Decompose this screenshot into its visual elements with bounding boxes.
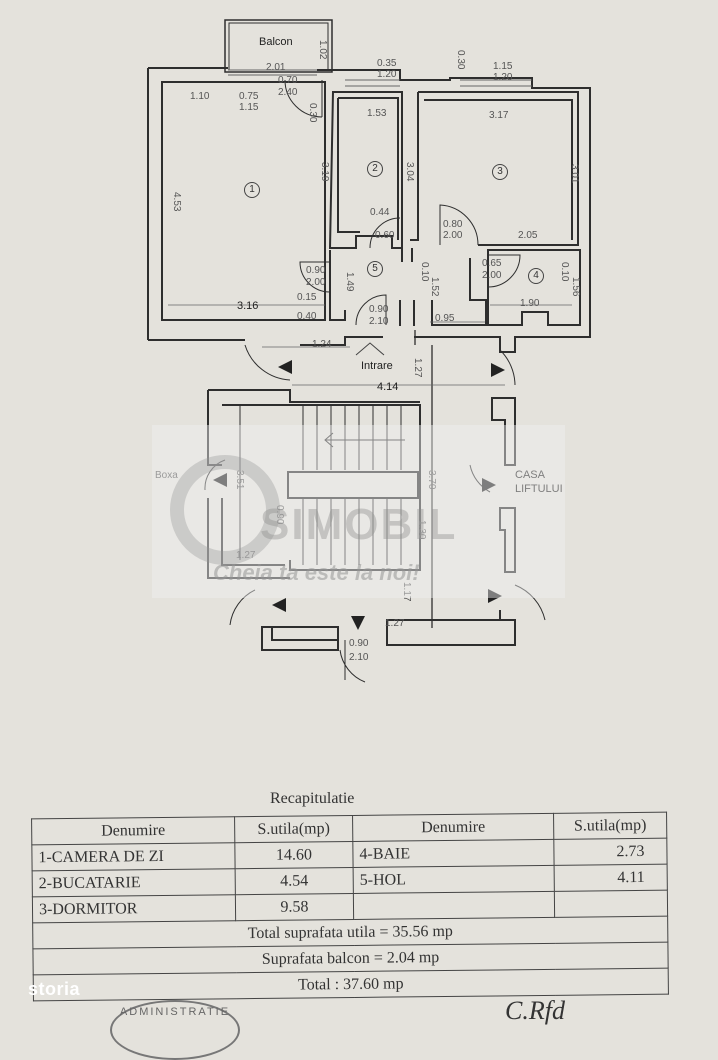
header-denumire: Denumire (31, 816, 235, 845)
cell-name: 5-HOL (353, 865, 555, 894)
dim: 1.53 (367, 108, 387, 119)
door-balcony (284, 79, 323, 118)
dim: 1.49 (344, 272, 355, 292)
cell-name: 3-DORMITOR (32, 894, 236, 923)
cell-area: 2.73 (553, 838, 668, 866)
stair-landing (287, 471, 419, 499)
dim: 2.10 (349, 652, 369, 663)
dim: 0.44 (370, 207, 390, 218)
bottom-walls (261, 610, 516, 651)
watermark-name: SIMOBIL (260, 500, 458, 549)
dim: 3.19 (319, 162, 330, 182)
room-4-wall (487, 249, 581, 326)
total-area: Total : 37.60 mp (33, 968, 669, 1001)
dim: 1.15 (493, 61, 513, 72)
balcony-outline (224, 19, 333, 73)
dim: 4.14 (377, 381, 399, 393)
elevator-label-1: CASA (515, 469, 545, 481)
dim: 0.10 (559, 262, 570, 282)
dim: 1.52 (429, 277, 440, 297)
room-number-5: 5 (367, 261, 383, 277)
dim: 1.10 (190, 91, 210, 102)
hall-wall (329, 248, 487, 326)
storia-logo: storia (28, 979, 81, 999)
dim: 0.90 (369, 304, 389, 315)
storage-label: Boxa (155, 470, 178, 481)
dim: 2.00 (443, 230, 463, 241)
dim: 2.05 (518, 230, 538, 241)
room-number-1: 1 (244, 182, 260, 198)
dim: 4.53 (171, 192, 182, 212)
dim: 0.35 (377, 58, 397, 69)
cell-area: 9.58 (235, 893, 354, 921)
summary-title: Recapitulatie (270, 790, 355, 807)
dim: 0.60 (375, 230, 395, 241)
cell-name: 1-CAMERA DE ZI (31, 842, 236, 871)
signature: C.Rfd (505, 996, 565, 1025)
dim: 2.10 (369, 316, 389, 327)
dim: 0.40 (297, 311, 317, 322)
room-number-2: 2 (367, 161, 383, 177)
dim: 3.04 (404, 162, 415, 182)
dim: 2.01 (266, 62, 286, 73)
dim: 1.56 (570, 277, 581, 297)
door-room-1 (299, 261, 331, 293)
summary-table: Denumire S.utila(mp) Denumire S.utila(mp… (31, 812, 669, 1002)
door-room-2 (369, 217, 401, 249)
room-number-3: 3 (492, 164, 508, 180)
dim: 0.75 (239, 91, 259, 102)
dim: 0.95 (435, 313, 455, 324)
elevator-label-2: LIFTULUI (515, 483, 563, 495)
door-room-3 (439, 204, 479, 246)
dim: 0.65 (482, 258, 502, 269)
cell-area: 4.54 (235, 867, 354, 895)
dim: 0.30 (455, 50, 466, 70)
header-denumire-2: Denumire (352, 813, 554, 842)
dim: 0.90 (349, 638, 369, 649)
dim: 1.02 (317, 40, 328, 60)
door-entrance (355, 294, 387, 326)
dim: 1.20 (377, 69, 397, 80)
watermark-tagline: Cheia ta este la noi! (213, 560, 420, 585)
stair-steps (239, 405, 405, 565)
room-number-4: 4 (528, 268, 544, 284)
dim: 0.80 (443, 219, 463, 230)
dim: 1.20 (493, 72, 513, 83)
total-row: Total : 37.60 mp (33, 968, 669, 1001)
dim: 1.15 (239, 102, 259, 113)
room-3-wall (410, 91, 579, 246)
cell-area (554, 890, 668, 918)
dim: 1.24 (312, 339, 332, 350)
elevator-walls (491, 397, 516, 573)
cell-name: 4-BAIE (352, 839, 555, 868)
dim: 1.90 (520, 298, 540, 309)
door-room-4 (487, 254, 521, 288)
dim: 0.90 (306, 265, 326, 276)
room-2-wall (328, 91, 403, 249)
header-suprafata: S.utila(mp) (234, 815, 353, 843)
dim: 3.01 (569, 164, 580, 184)
dim: 0.30 (307, 103, 318, 123)
entrance-label: Intrare (361, 360, 393, 372)
cell-area: 14.60 (234, 841, 354, 869)
dim: 2.00 (482, 270, 502, 281)
cell-name (353, 891, 555, 920)
header-suprafata-2: S.utila(mp) (553, 812, 667, 840)
dim: 1.27 (385, 618, 405, 629)
room-1-wall (161, 81, 326, 321)
cell-area: 4.11 (554, 864, 668, 892)
dim: 0.70 (278, 75, 298, 86)
dim: 2.40 (278, 87, 298, 98)
dim: 3.16 (237, 300, 259, 312)
dim: 0.15 (297, 292, 317, 303)
apartment-outer-wall (148, 67, 591, 353)
floor-plan-drawing (147, 19, 591, 683)
landing-door-right (469, 349, 546, 621)
stamp: ADMINISTRATIE (110, 1000, 240, 1060)
dim: 1.27 (412, 358, 423, 378)
balcony-label: Balcon (259, 36, 293, 48)
dim: 3.17 (489, 110, 509, 121)
cell-name: 2-BUCATARIE (32, 868, 236, 897)
dim: 2.00 (306, 277, 326, 288)
